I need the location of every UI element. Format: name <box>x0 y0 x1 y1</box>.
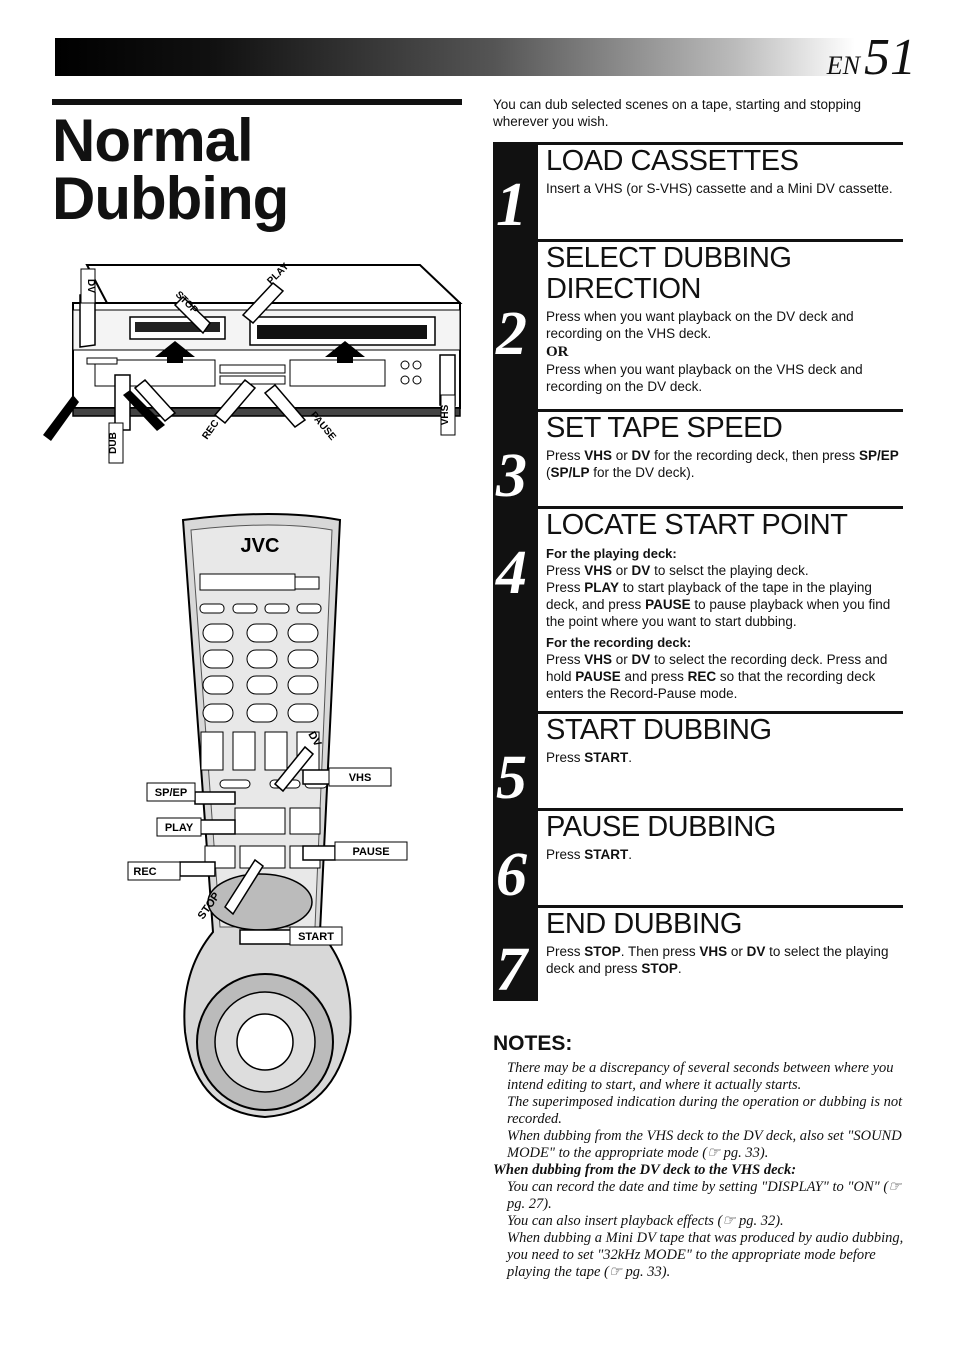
step-heading: PAUSE DUBBING <box>546 811 776 843</box>
notes-heading: NOTES: <box>493 1032 573 1055</box>
step-heading: SET TAPE SPEED <box>546 412 783 444</box>
step-6: 6 PAUSE DUBBING Press START. <box>493 808 903 909</box>
step-text: Press START. <box>546 750 633 765</box>
keyword: DV <box>746 944 766 959</box>
remote-label-pause: PAUSE <box>352 846 389 858</box>
step-5: 5 START DUBBING Press START. <box>493 711 903 812</box>
step-text: Press VHS or DV to selsct the playing de… <box>546 563 809 578</box>
step-text: Press PLAY to start playback of the tape… <box>546 580 891 629</box>
keyword: DV <box>631 448 651 463</box>
keyword: PAUSE <box>575 669 621 684</box>
keyword: SP/LP <box>550 465 590 480</box>
note-item: You can record the date and time by sett… <box>507 1179 902 1212</box>
step-text: Press VHS or DV for the recording deck, … <box>546 448 899 480</box>
keyword: VHS <box>699 944 728 959</box>
keyword: DV <box>631 652 651 667</box>
note-item: You can also insert playback effects (☞ … <box>507 1213 784 1229</box>
deck-label-rec: REC <box>200 418 221 442</box>
page-title-line2: Dubbing <box>52 165 289 232</box>
page-number-value: 51 <box>864 29 916 86</box>
keyword: PLAY <box>584 580 620 595</box>
step-heading: LOCATE START POINT <box>546 509 848 541</box>
deck-label-dub: DUB <box>108 432 119 454</box>
note-item: The superimposed indication during the o… <box>507 1094 903 1127</box>
step-7: 7 END DUBBING Press STOP. Then press VHS… <box>493 905 903 1004</box>
deck-label-dv: DV <box>85 279 96 293</box>
keyword: REC <box>687 669 717 684</box>
step-number: 3 <box>496 442 527 510</box>
step-text: Press STOP. Then press VHS or DV to sele… <box>546 944 889 976</box>
intro-text: You can dub selected scenes on a tape, s… <box>493 97 862 129</box>
title-rule <box>52 99 462 105</box>
remote-label-vhs: VHS <box>349 772 372 784</box>
step-heading: START DUBBING <box>546 714 772 746</box>
note-item: When dubbing from the VHS deck to the DV… <box>507 1128 902 1161</box>
header-gradient-bar <box>55 38 855 76</box>
keyword: STOP <box>584 944 621 959</box>
step-1: 1 LOAD CASSETTES Insert a VHS (or S-VHS)… <box>493 142 903 239</box>
remote-label-rec: REC <box>133 866 156 878</box>
playing-deck-subheading: For the playing deck: <box>546 546 677 561</box>
step-heading: END DUBBING <box>546 908 742 940</box>
step-number: 5 <box>496 744 527 812</box>
step-number: 7 <box>496 936 527 1004</box>
keyword: VHS <box>584 563 613 578</box>
note-item: When dubbing a Mini DV tape that was pro… <box>507 1230 904 1280</box>
keyword: PAUSE <box>645 597 691 612</box>
page-title: Normal Dubbing <box>52 107 289 232</box>
step-text: Press VHS or DV to select the recording … <box>546 652 888 701</box>
step-text: Press when you want playback on the DV d… <box>546 309 854 341</box>
step-heading: LOAD CASSETTES <box>546 145 799 177</box>
remote-brand-logo: JVC <box>241 535 280 557</box>
recording-deck-subheading: For the recording deck: <box>546 635 692 650</box>
language-code: EN <box>826 51 860 80</box>
step-number: 4 <box>496 539 527 607</box>
keyword: START <box>584 847 629 862</box>
keyword: START <box>584 750 629 765</box>
keyword: VHS <box>584 652 613 667</box>
step-text: Insert a VHS (or S-VHS) cassette and a M… <box>546 181 893 196</box>
step-number: 1 <box>496 171 527 239</box>
step-number: 6 <box>496 841 527 909</box>
or-label: OR <box>546 344 569 360</box>
deck-label-vhs: VHS <box>440 404 451 425</box>
keyword: DV <box>631 563 651 578</box>
step-2: 2 SELECT DUBBING DIRECTION Press when yo… <box>493 239 903 409</box>
page-number: EN 51 <box>827 28 916 87</box>
steps-list: 1 LOAD CASSETTES Insert a VHS (or S-VHS)… <box>493 142 903 1004</box>
note-item: There may be a discrepancy of several se… <box>507 1060 894 1093</box>
remote-label-spep: SP/EP <box>155 787 187 799</box>
keyword: SP/EP <box>858 448 899 463</box>
page-title-line1: Normal <box>52 107 254 174</box>
step-number: 2 <box>496 300 527 368</box>
remote-label-start: START <box>298 931 334 943</box>
step-4: 4 LOCATE START POINT For the playing dec… <box>493 506 903 711</box>
dual-deck-illustration: DV STOP PLAY DUB REC PAUSE VHS <box>43 261 463 464</box>
step-text: Press START. <box>546 847 633 862</box>
step-text-alt: Press when you want playback on the VHS … <box>546 362 863 394</box>
remote-label-play: PLAY <box>165 822 194 834</box>
step-heading: SELECT DUBBING DIRECTION <box>546 242 792 305</box>
step-3: 3 SET TAPE SPEED Press VHS or DV for the… <box>493 409 903 510</box>
remote-control-illustration: JVC VHS DV SP/EP PLAY PAUSE REC STOP STA… <box>127 513 408 1119</box>
keyword: STOP <box>641 961 678 976</box>
keyword: VHS <box>584 448 613 463</box>
notes-section: NOTES: There may be a discrepancy of sev… <box>493 1032 908 1281</box>
note-subheading: When dubbing from the DV deck to the VHS… <box>493 1162 797 1178</box>
